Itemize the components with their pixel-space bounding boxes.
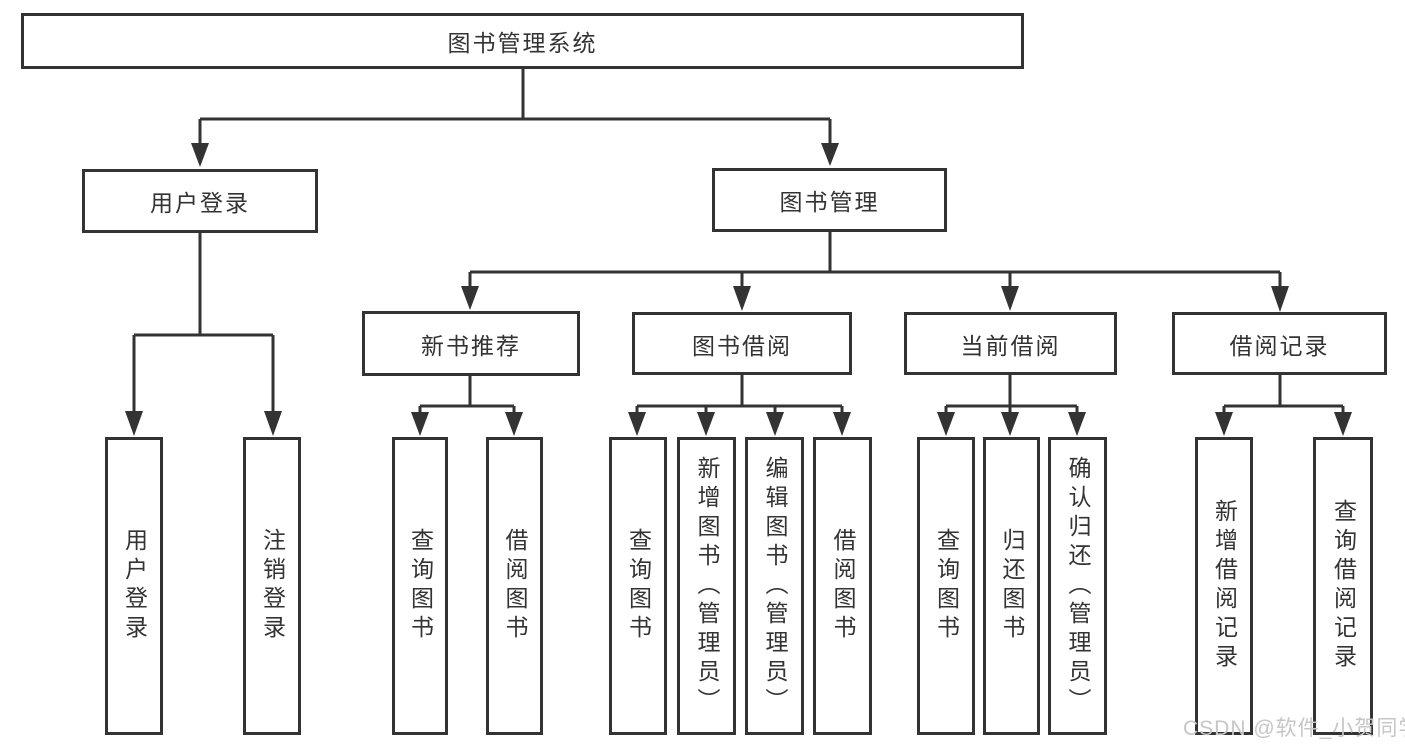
leaf-search-books-current: 查询图书 [917, 437, 975, 735]
node-user-login: 用户登录 [82, 169, 318, 233]
leaf-add-books-admin: 新增图书（管理员） [677, 437, 736, 735]
node-user-login-label: 用户登录 [150, 190, 250, 216]
leaf-edit-books-admin: 编辑图书（管理员） [745, 437, 804, 735]
leaf-search-books-recommend-label: 查询图书 [407, 528, 434, 644]
leaf-borrow-books-recommend: 借阅图书 [486, 437, 543, 735]
leaf-confirm-return-admin-label: 确认归还（管理员） [1065, 455, 1091, 717]
leaf-search-books-borrowing-label: 查询图书 [625, 528, 652, 644]
leaf-return-books-label: 归还图书 [999, 528, 1025, 644]
leaf-return-books: 归还图书 [983, 437, 1040, 735]
leaf-borrow-books-borrowing-label: 借阅图书 [830, 528, 856, 644]
leaf-borrow-books-recommend-label: 借阅图书 [502, 528, 528, 644]
node-library-management-system-label: 图书管理系统 [447, 30, 598, 56]
leaf-add-books-admin-label: 新增图书（管理员） [694, 455, 720, 717]
leaf-search-borrow-record: 查询借阅记录 [1313, 437, 1373, 735]
node-new-book-recommendation-label: 新书推荐 [421, 332, 521, 359]
leaf-logout: 注销登录 [243, 437, 301, 735]
leaf-search-books-recommend: 查询图书 [392, 437, 448, 735]
leaf-search-books-current-label: 查询图书 [933, 528, 960, 644]
node-current-borrowing: 当前借阅 [904, 312, 1117, 375]
leaf-confirm-return-admin: 确认归还（管理员） [1048, 437, 1107, 735]
node-book-management-label: 图书管理 [779, 189, 880, 215]
leaf-borrow-books-borrowing: 借阅图书 [813, 437, 872, 735]
node-book-borrowing-label: 图书借阅 [692, 332, 792, 359]
leaf-edit-books-admin-label: 编辑图书（管理员） [762, 455, 788, 717]
leaf-search-borrow-record-label: 查询借阅记录 [1330, 499, 1357, 673]
leaf-add-borrow-record: 新增借阅记录 [1195, 437, 1253, 735]
csdn-watermark: CSDN @软件_小贺同学 [1183, 717, 1405, 740]
node-book-borrowing: 图书借阅 [632, 312, 852, 375]
node-current-borrowing-label: 当前借阅 [960, 332, 1061, 359]
leaf-logout-label: 注销登录 [259, 528, 286, 644]
node-borrowing-records: 借阅记录 [1172, 312, 1387, 375]
leaf-add-borrow-record-label: 新增借阅记录 [1211, 499, 1238, 673]
leaf-search-books-borrowing: 查询图书 [609, 437, 667, 735]
node-library-management-system: 图书管理系统 [21, 13, 1024, 69]
node-book-management: 图书管理 [712, 168, 947, 232]
leaf-user-login: 用户登录 [105, 437, 163, 735]
node-borrowing-records-label: 借阅记录 [1229, 332, 1330, 359]
node-new-book-recommendation: 新书推荐 [362, 311, 580, 376]
leaf-user-login-label: 用户登录 [121, 528, 148, 644]
